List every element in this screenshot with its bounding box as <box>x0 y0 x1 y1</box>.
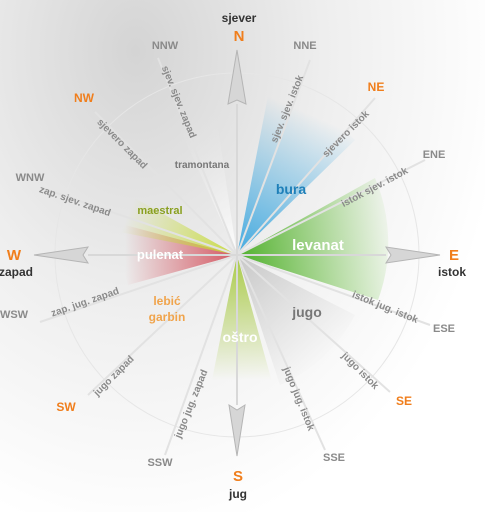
ray-nnw <box>157 57 238 256</box>
ray-label-se: jugo istok <box>338 350 380 392</box>
east-code: E <box>449 247 459 264</box>
west-name: zapad <box>0 265 33 279</box>
sector-levanat <box>237 178 389 300</box>
ray-ene <box>236 159 426 256</box>
ray-se <box>236 254 391 393</box>
label-ssw: SSW <box>147 457 173 469</box>
label-nnw: NNW <box>152 40 179 52</box>
west-code: W <box>7 247 22 264</box>
wind-garbin: garbin <box>149 310 186 324</box>
south-needle <box>228 403 246 457</box>
label-nw: NW <box>74 91 95 105</box>
ray-sse <box>236 254 326 451</box>
sector-ostro <box>210 255 272 391</box>
ray-label-nnw: sjev. sjev. zapad <box>159 64 198 139</box>
label-wsw: WSW <box>0 309 29 321</box>
label-sse: SSE <box>323 452 345 464</box>
wind-bura: bura <box>276 181 307 197</box>
ray-label-wsw: zap. jug. zapad <box>50 286 121 320</box>
sector-bura <box>237 96 355 255</box>
north-code: N <box>234 28 245 45</box>
radial-lines <box>39 57 431 456</box>
compass-needles <box>33 49 441 457</box>
wind-levanat: levanat <box>292 237 344 254</box>
sector-jugo <box>237 255 355 385</box>
west-needle <box>33 246 89 264</box>
ray-ne <box>236 97 376 256</box>
label-ene: ENE <box>423 149 446 161</box>
secondary-labels: NNE NNW ENE WNW ESE WSW SSE SSW <box>0 40 455 469</box>
ray-wsw <box>39 254 238 323</box>
ray-label-ese: istok jug. istok <box>350 289 419 326</box>
label-wnw: WNW <box>16 172 45 184</box>
sector-maestral <box>118 190 237 255</box>
label-se: SE <box>396 394 412 408</box>
ray-ssw <box>164 254 238 456</box>
ray-sw <box>87 254 238 396</box>
ray-label-nw: sjevero zapad <box>94 117 149 172</box>
wind-ostro: oštro <box>223 329 258 345</box>
ray-nw <box>94 111 238 256</box>
label-ne: NE <box>368 80 385 94</box>
east-name: istok <box>438 265 466 279</box>
ray-nne <box>236 59 311 256</box>
ray-label-sw: jugo zapad <box>91 354 136 399</box>
intercardinal-labels: NE NW SE SW <box>56 80 412 414</box>
north-needle <box>227 49 247 105</box>
ray-wnw <box>41 187 238 256</box>
wind-maestral: maestral <box>137 205 182 217</box>
east-needle <box>385 246 441 264</box>
north-name: sjever <box>222 11 257 25</box>
wind-labels: tramontana bura maestral levanat pulenat… <box>137 160 344 345</box>
wind-tramontana: tramontana <box>175 160 230 171</box>
label-sw: SW <box>56 400 76 414</box>
label-ese: ESE <box>433 323 455 335</box>
ray-label-wnw: zap. sjev. zapad <box>38 184 112 219</box>
ray-ese <box>236 254 431 326</box>
wind-pulenat: pulenat <box>137 247 184 262</box>
south-name: jug <box>228 487 247 501</box>
south-code: S <box>233 468 243 485</box>
wind-jugo: jugo <box>291 304 322 320</box>
wind-lebic: lebić <box>153 294 181 308</box>
cardinal-labels: sjever N S jug E istok W zapad <box>0 11 466 501</box>
label-nne: NNE <box>293 40 316 52</box>
